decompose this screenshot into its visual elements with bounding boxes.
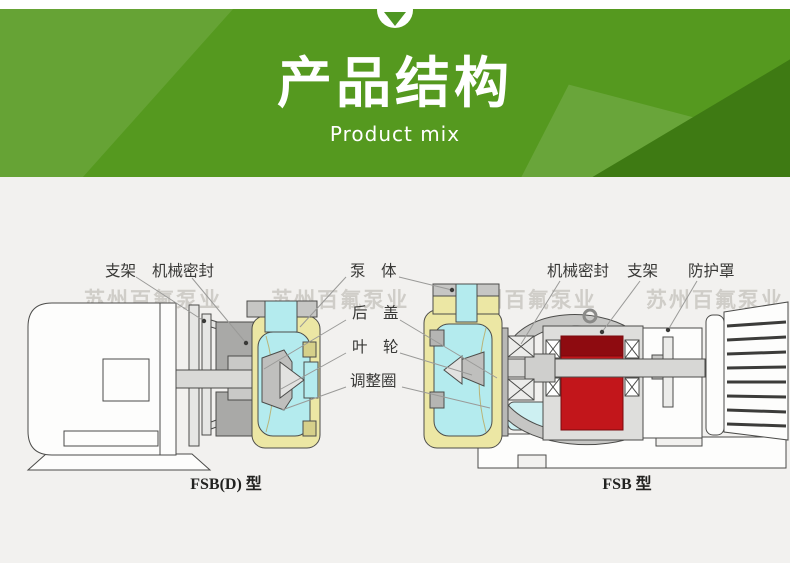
page-title: 产品结构 — [276, 51, 513, 115]
chevron-badge — [377, 0, 413, 28]
label-right-mech-seal: 机械密封 — [547, 262, 609, 280]
caption-right-pump: FSB 型 — [602, 475, 651, 493]
page-subtitle: Product mix — [329, 122, 461, 146]
right-pump-drawing — [423, 283, 789, 469]
bearing-symbols — [545, 339, 640, 397]
motor-terminal-box — [102, 358, 150, 402]
right-channel — [433, 323, 493, 437]
end-shield — [705, 314, 725, 436]
label-pump-body: 泵 体 — [350, 262, 397, 280]
left-shaft — [175, 369, 263, 389]
part-labels: 支架 机械密封 泵 体 后 盖 叶 轮 调整圈 机械密封 支架 防护罩 — [105, 262, 735, 390]
leader-lines — [135, 276, 698, 411]
lifting-eye — [582, 308, 598, 324]
label-adjust-ring: 调整圈 — [350, 372, 397, 390]
motor-body — [27, 302, 177, 456]
label-impeller: 叶 轮 — [352, 338, 399, 356]
motor-foot — [26, 453, 212, 471]
label-guard-cover: 防护罩 — [688, 262, 735, 280]
label-left-bracket: 支架 — [105, 262, 136, 280]
mech-seal-boxes — [507, 335, 535, 401]
leader-dots — [201, 287, 671, 346]
motor-fins — [726, 320, 787, 428]
chevron-down-icon — [384, 12, 406, 26]
left-pump-drawing — [26, 300, 321, 471]
label-right-bracket: 支架 — [627, 262, 658, 280]
label-left-mech-seal: 机械密封 — [152, 262, 214, 280]
caption-left-pump: FSB(D) 型 — [190, 475, 262, 493]
label-back-cover: 后 盖 — [352, 304, 399, 322]
header-banner: 产品结构 Product mix — [0, 9, 790, 177]
